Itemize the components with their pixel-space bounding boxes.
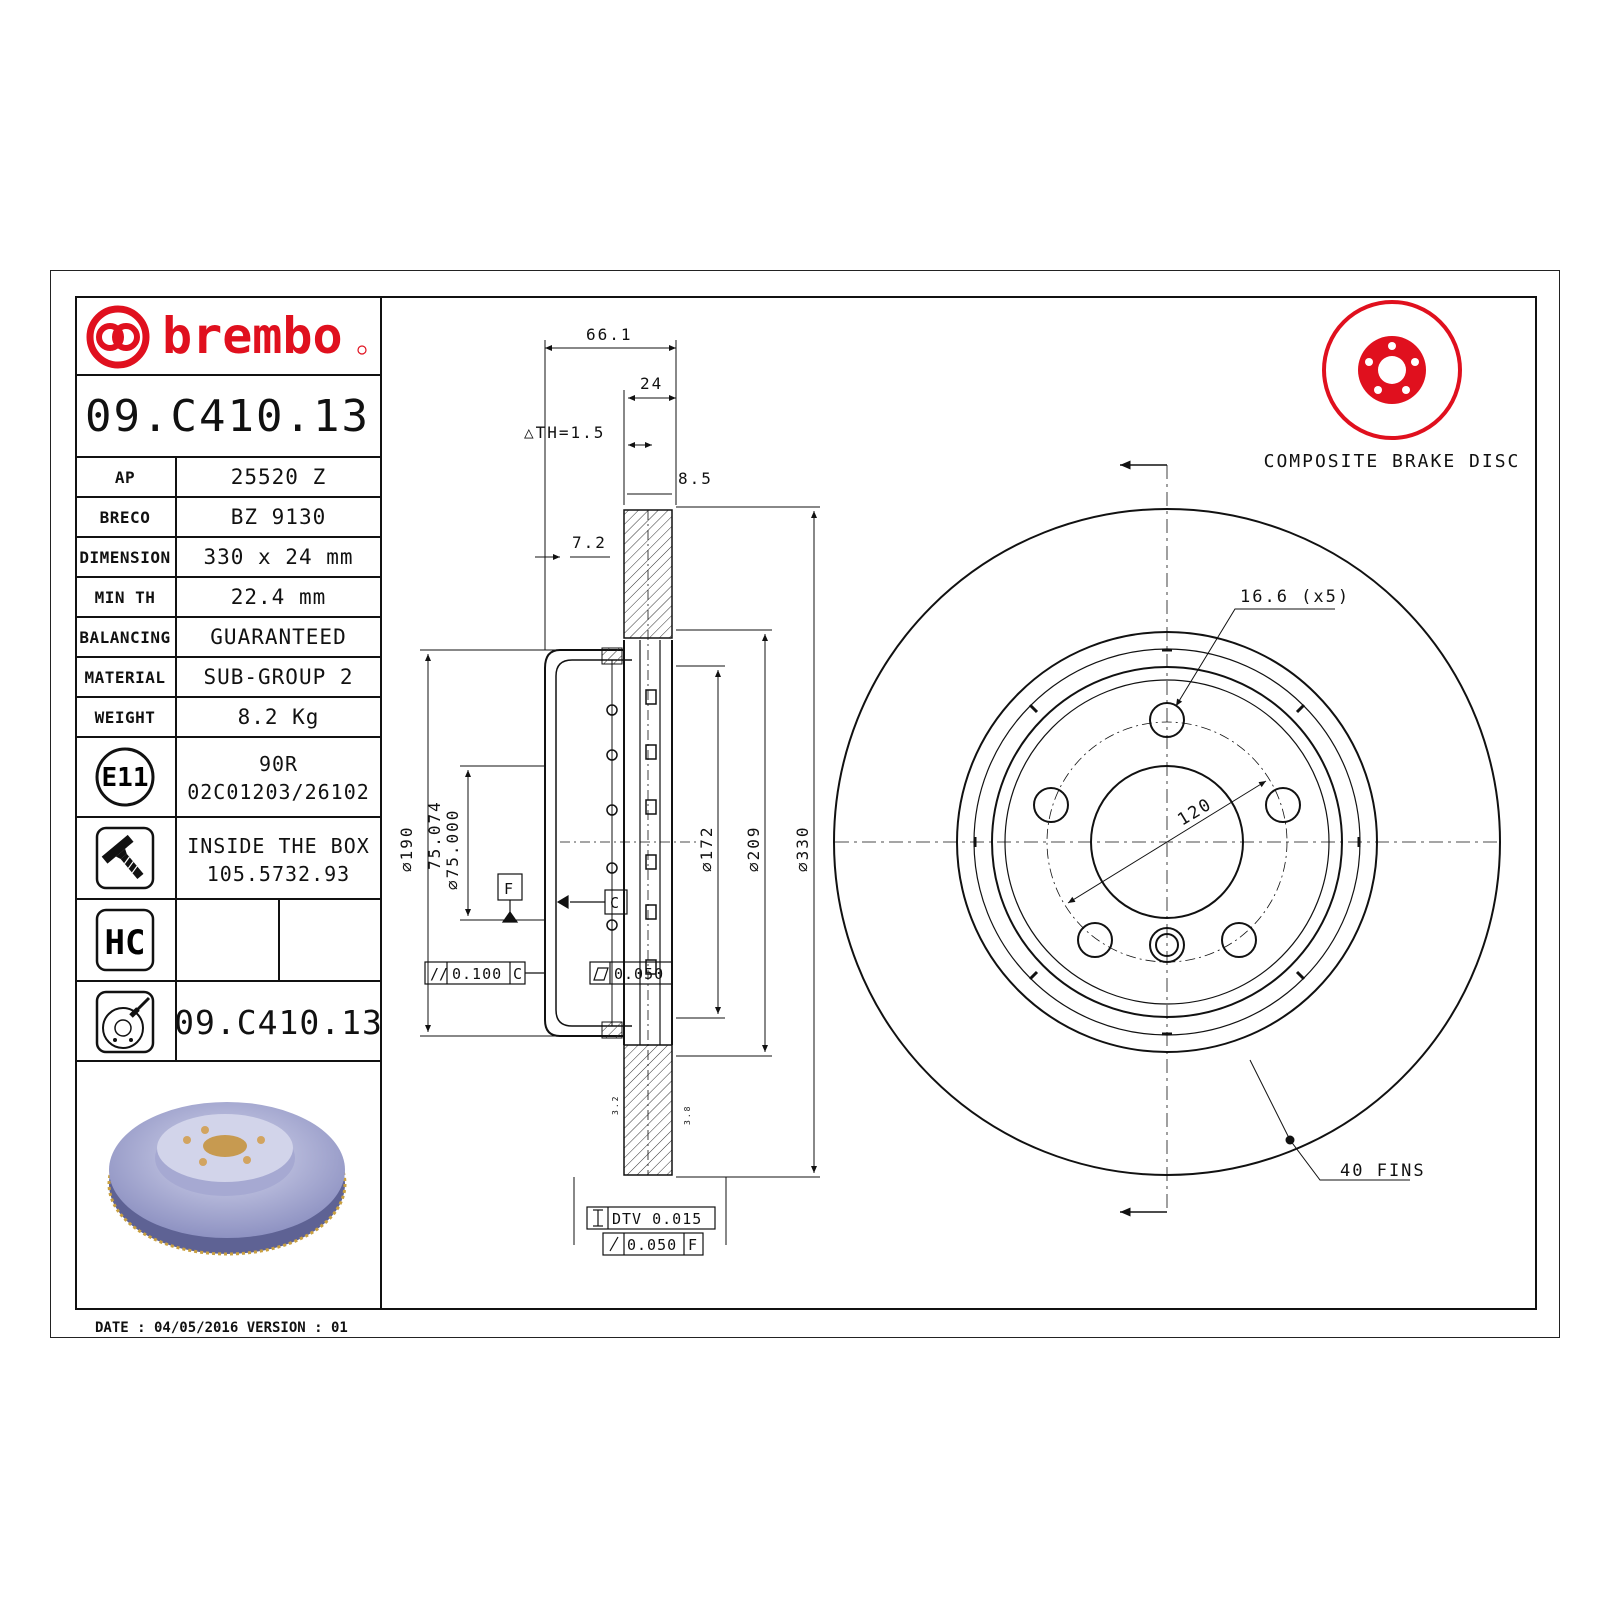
hc-icon: HC	[95, 908, 155, 972]
brand-logo-cell: brembo	[75, 296, 382, 376]
dim-th: △TH=1.5	[524, 423, 605, 442]
spec-divider	[175, 578, 177, 618]
datum-f: F	[504, 880, 513, 898]
datum-c: C	[610, 894, 619, 912]
dim-hat-wall: 7.2	[572, 533, 607, 552]
tol-parallel: 0.100	[452, 965, 502, 983]
composite-disc-badge: COMPOSITE BRAKE DISC	[1264, 300, 1521, 472]
spec-value: 22.4 mm	[230, 585, 327, 609]
svg-text:E11: E11	[102, 763, 149, 793]
spec-row: AP 25520 Z	[75, 458, 382, 498]
spec-divider	[175, 458, 177, 498]
spec-row: WEIGHT 8.2 Kg	[75, 698, 382, 738]
dim-d75000: ⌀75.000	[443, 809, 462, 890]
disc-icon	[95, 990, 155, 1054]
screw-icon	[95, 826, 155, 890]
dim-d209: ⌀209	[744, 825, 763, 872]
tol-parallel-ref: C	[513, 965, 522, 983]
section-view	[544, 509, 700, 1176]
spec-value: GUARANTEED	[210, 625, 347, 649]
svg-text:HC: HC	[105, 923, 146, 963]
spec-row: MIN TH 22.4 mm	[75, 578, 382, 618]
spec-divider	[175, 658, 177, 698]
spec-label: BRECO	[99, 507, 151, 527]
panel-divider	[380, 296, 382, 1310]
composite-disc-label: COMPOSITE BRAKE DISC	[1264, 451, 1521, 472]
section-dimensions	[420, 340, 820, 1245]
drawing-sheet-border	[50, 270, 1560, 1338]
front-view	[833, 460, 1501, 1217]
svg-text://: //	[430, 965, 448, 983]
dim-d330: ⌀330	[793, 825, 812, 872]
section-dimension-text: 66.1 24 △TH=1.5 8.5 7.2 ⌀190 75.074 ⌀75.…	[397, 325, 812, 1125]
svg-text:brembo: brembo	[162, 307, 343, 365]
dim-fins: 40 FINS	[1340, 1161, 1426, 1181]
dim-overall-offset: 66.1	[586, 325, 633, 344]
spec-label: AP	[114, 467, 136, 487]
spec-divider	[175, 498, 177, 538]
spec-divider	[175, 698, 177, 738]
spec-label: MIN TH	[94, 587, 156, 607]
dim-bolt-hole: 16.6 (x5)	[1240, 587, 1350, 607]
spec-row: BRECO BZ 9130	[75, 498, 382, 538]
spec-row: BALANCING GUARANTEED	[75, 618, 382, 658]
date-version: DATE : 04/05/2016 VERSION : 01	[95, 1320, 348, 1336]
spec-label: DIMENSION	[79, 547, 171, 567]
outer-diameter	[833, 508, 1501, 1176]
hc-divider-2	[278, 900, 280, 982]
approval-code: 90R	[258, 752, 299, 776]
disc-part-row: 09.C410.13	[75, 982, 382, 1062]
tol-runout-ref: F	[688, 1236, 697, 1254]
dim-friction-ring: 8.5	[678, 469, 713, 488]
spec-label: BALANCING	[79, 627, 171, 647]
spec-value: BZ 9130	[230, 505, 327, 529]
dim-d172: ⌀172	[697, 825, 716, 872]
dim-small-right: 3.8	[683, 1105, 692, 1125]
product-render	[107, 1102, 347, 1256]
brembo-logo: brembo	[86, 305, 367, 369]
tol-dtv: DTV 0.015	[612, 1210, 702, 1228]
part-number-cell: 09.C410.13	[75, 376, 382, 458]
hc-row: HC	[75, 900, 382, 982]
inside-box-label: INSIDE THE BOX	[187, 834, 370, 858]
dim-small-left: 3.2	[611, 1095, 620, 1115]
spec-divider	[175, 538, 177, 578]
spec-label: MATERIAL	[84, 667, 166, 687]
spec-value: 8.2 Kg	[237, 705, 320, 729]
spec-value: 25520 Z	[230, 465, 327, 489]
disc-part-number: 09.C410.13	[174, 1002, 383, 1042]
part-number: 09.C410.13	[85, 390, 370, 442]
approval-row: E11 90R 02C01203/26102	[75, 738, 382, 818]
spec-value: 330 x 24 mm	[203, 545, 354, 569]
spec-row: DIMENSION 330 x 24 mm	[75, 538, 382, 578]
vent-marks	[973, 648, 1361, 1036]
spec-divider	[175, 618, 177, 658]
inside-box-row: INSIDE THE BOX 105.5732.93	[75, 818, 382, 900]
inside-box-divider	[175, 818, 177, 900]
spec-row: MATERIAL SUB-GROUP 2	[75, 658, 382, 698]
spec-value: SUB-GROUP 2	[203, 665, 354, 689]
dim-d75074: 75.074	[425, 800, 444, 870]
tol-runout: 0.050	[627, 1236, 677, 1254]
approval-divider	[175, 738, 177, 818]
dim-d190: ⌀190	[397, 825, 416, 872]
e-mark-icon: E11	[95, 747, 155, 807]
hc-divider-1	[175, 900, 177, 982]
spec-label: WEIGHT	[94, 707, 156, 727]
disc-part-divider	[175, 982, 177, 1062]
inside-box-part: 105.5732.93	[206, 862, 351, 886]
tol-flatness: 0.050	[614, 965, 664, 983]
drawing-frame	[75, 296, 1537, 1310]
datum-and-tolerances: F C // 0.100 C 0.050 DTV 0.015 0.050 F	[424, 873, 716, 1256]
approval-number: 02C01203/26102	[187, 780, 370, 804]
dim-thickness: 24	[640, 374, 663, 393]
